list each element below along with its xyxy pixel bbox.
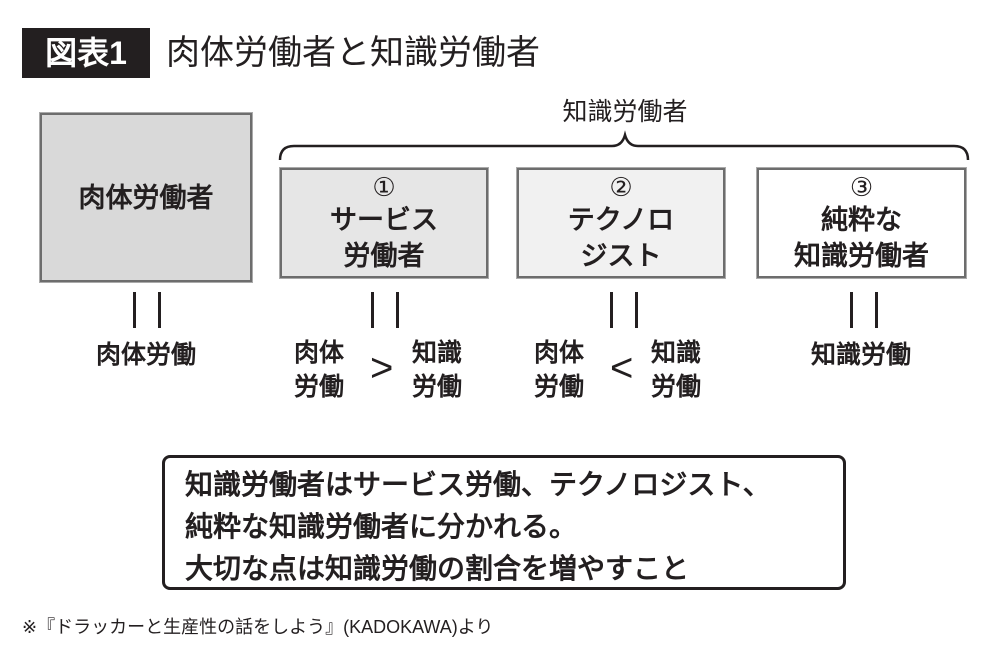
category-number: ① <box>372 172 396 202</box>
summary-line: 大切な点は知識労働の割合を増やすこと <box>185 553 690 584</box>
figure-badge: 図表1 <box>22 28 150 78</box>
equals-sign <box>133 292 161 328</box>
knowledge-worker-group-label: 知識労働者 <box>562 98 688 126</box>
category-name-line1: 純粋な <box>821 205 902 235</box>
category-name-line2: 労働者 <box>343 241 425 271</box>
manual-labor-label: 肉体労働 <box>534 339 585 401</box>
equals-sign <box>610 292 638 328</box>
summary-line: 純粋な知識労働者に分かれる。 <box>185 511 578 542</box>
category-name-line1: テクノロ <box>567 205 675 235</box>
manual-labor-label: 肉体労働 <box>95 341 196 369</box>
figure-title: 肉体労働者と知識労働者 <box>166 34 540 72</box>
category-number: ③ <box>849 172 874 202</box>
greater-than-sign: > <box>370 346 394 390</box>
summary-box: 知識労働者はサービス労働、テクノロジスト、 純粋な知識労働者に分かれる。 大切な… <box>162 455 846 590</box>
equals-sign <box>371 292 399 328</box>
category-number: ② <box>609 172 633 202</box>
manual-worker-label: 肉体労働者 <box>78 182 214 213</box>
less-than-sign: < <box>610 346 634 390</box>
technologist-box: ② テクノロ ジスト <box>517 168 725 278</box>
manual-worker-box: 肉体労働者 <box>40 113 252 282</box>
category-name-line1: サービス <box>330 205 438 235</box>
knowledge-labor-label: 知識労働 <box>651 339 702 401</box>
category-name-line2: ジスト <box>580 241 662 271</box>
knowledge-labor-label: 知識労働 <box>412 339 463 401</box>
knowledge-labor-label: 知識労働 <box>810 341 911 369</box>
manual-labor-label: 肉体労働 <box>294 339 345 401</box>
category-name-line2: 知識労働者 <box>794 241 929 271</box>
source-note: ※『ドラッカーと生産性の話をしよう』(KADOKAWA)より <box>22 617 494 637</box>
pure-knowledge-worker-box: ③ 純粋な 知識労働者 <box>757 168 966 278</box>
equals-sign <box>850 292 878 328</box>
summary-line: 知識労働者はサービス労働、テクノロジスト、 <box>185 469 771 500</box>
service-worker-box: ① サービス 労働者 <box>280 168 488 278</box>
